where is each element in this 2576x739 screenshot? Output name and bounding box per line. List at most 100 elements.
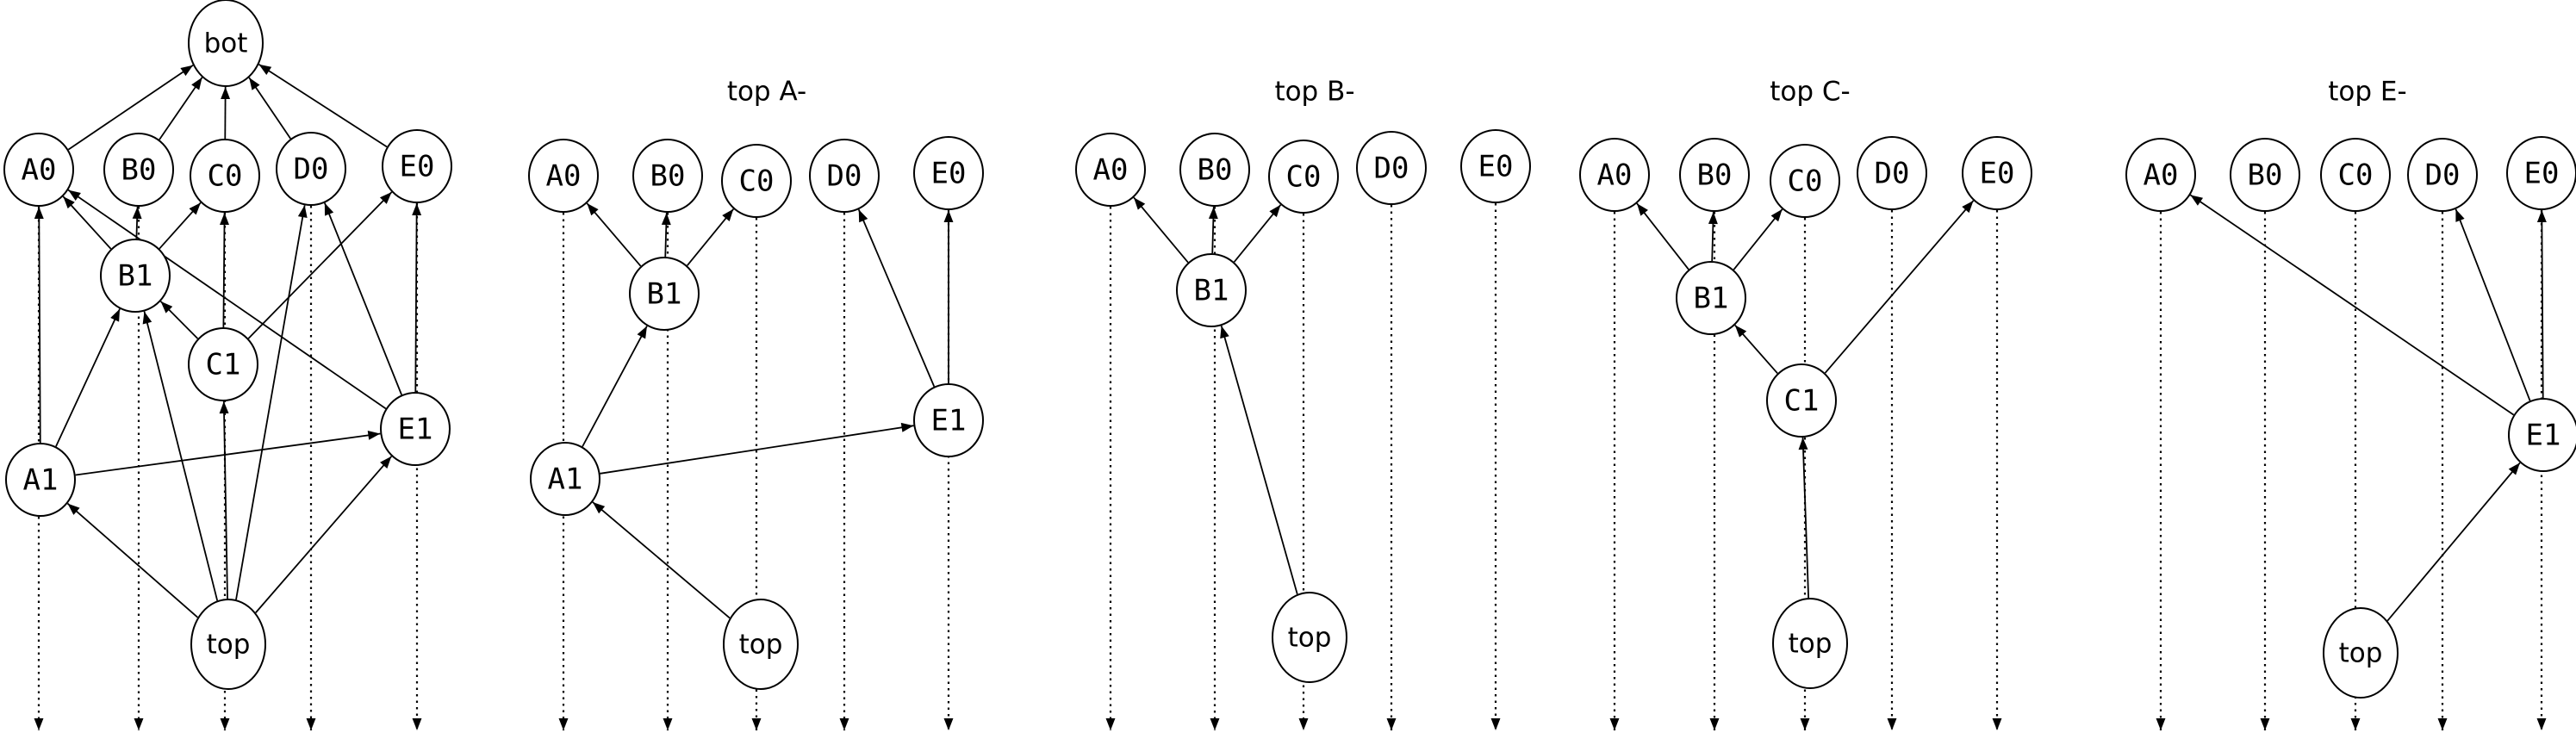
node-circle-b0 [2230,138,2300,212]
node-circle-e0 [1460,129,1531,203]
panel-title-top-a: top A- [727,77,806,108]
node-label-e0: E0 [931,157,967,191]
node-label-c1: C1 [206,348,241,382]
node-label-a0: A0 [2144,158,2179,193]
node-label-c0: C0 [208,159,243,194]
edge-a1-e1 [600,422,914,475]
node-circle-c0 [1770,144,1840,218]
node-circle-b1 [100,239,171,313]
node-label-e0: E0 [400,150,435,184]
edge-b0-bot [159,77,203,140]
edge-b1-b0 [1208,206,1218,254]
edge-top-e1 [255,456,393,613]
edge-b1-c0 [686,208,735,266]
node-label-c1: C1 [1784,384,1820,419]
node-circle-d0 [809,139,880,213]
node-circle-b1 [629,257,700,331]
edge-e1-a0 [67,189,387,410]
node-circle-top [723,599,799,690]
edge-b1-c0 [1733,208,1783,270]
node-label-a0: A0 [1597,158,1633,193]
node-circle-d0 [2407,138,2478,212]
edge-e1-d0 [857,208,936,388]
edge-e1-d0 [2455,208,2531,401]
node-label-b0: B0 [121,153,157,188]
node-circle-b0 [1679,138,1750,212]
node-label-e0: E0 [2524,157,2560,191]
node-circle-a0 [528,139,599,213]
node-circle-e1 [380,392,451,466]
node-label-e0: E0 [1980,157,2015,191]
edge-a1-b1 [582,326,648,447]
edge-b1-a0 [62,196,112,250]
edge-b1-c0 [159,202,202,250]
node-label-e1: E1 [931,404,967,438]
edge-b1-b0 [132,206,142,239]
node-label-e0: E0 [1478,150,1514,184]
node-label-b0: B0 [1198,153,1233,188]
node-label-a1: A1 [548,463,583,497]
edge-top-c1 [219,401,229,599]
node-circle-e0 [382,129,452,203]
node-circle-e0 [913,136,984,210]
node-label-top: top [207,630,251,661]
edge-top-d0 [235,205,308,600]
node-label-top: top [1789,629,1832,660]
node-circle-a1 [5,443,76,517]
edge-b1-b0 [661,212,671,258]
node-circle-c0 [2320,138,2391,212]
edge-top-a1 [592,501,731,619]
edge-b1-a0 [586,202,642,267]
edge-c1-b1 [1734,324,1778,375]
node-label-a0: A0 [1093,153,1129,188]
edge-top-e1 [2386,462,2521,622]
node-label-c0: C0 [1286,160,1322,195]
node-circle-e0 [1962,136,2032,210]
node-circle-top [190,599,266,690]
node-label-d0: D0 [2425,158,2461,193]
edge-c1-e0 [247,191,393,339]
node-label-b1: B1 [1194,274,1229,308]
edge-a1-e1 [75,430,381,476]
node-label-a1: A1 [23,463,59,498]
edge-e1-a0 [2189,194,2515,416]
node-label-a0: A0 [22,153,57,188]
node-label-b1: B1 [1694,282,1729,316]
node-circle-a0 [3,133,74,207]
node-circle-d0 [1857,136,1927,210]
edge-top-b1 [1220,325,1298,595]
node-circle-c0 [721,144,792,218]
node-circle-a1 [530,442,600,516]
node-label-e1: E1 [2526,419,2561,453]
edge-top-a1 [66,502,199,618]
node-circle-b1 [1676,261,1746,335]
edge-c1-b1 [159,301,199,339]
node-label-d0: D0 [294,152,329,187]
node-circle-e0 [2506,136,2576,210]
node-label-top: top [2339,638,2383,669]
node-label-c0: C0 [739,165,775,199]
node-label-e1: E1 [398,413,433,447]
node-label-d0: D0 [1875,157,1910,191]
node-label-c0: C0 [1788,165,1823,199]
edge-c1-e0 [1824,200,1975,374]
edge-a1-b1 [55,308,121,447]
node-label-b0: B0 [650,159,686,194]
edge-b1-c0 [1233,204,1282,263]
node-circle-a0 [1075,133,1146,207]
node-label-b0: B0 [2248,158,2283,193]
edge-top-b1 [142,311,219,601]
node-label-top: top [1288,623,1332,654]
edge-c1-c0 [220,212,229,328]
node-circle-b0 [1179,133,1250,207]
node-circle-c1 [188,327,258,401]
node-label-bot: bot [204,28,248,59]
node-circle-b1 [1176,253,1247,327]
node-circle-e1 [913,383,984,457]
